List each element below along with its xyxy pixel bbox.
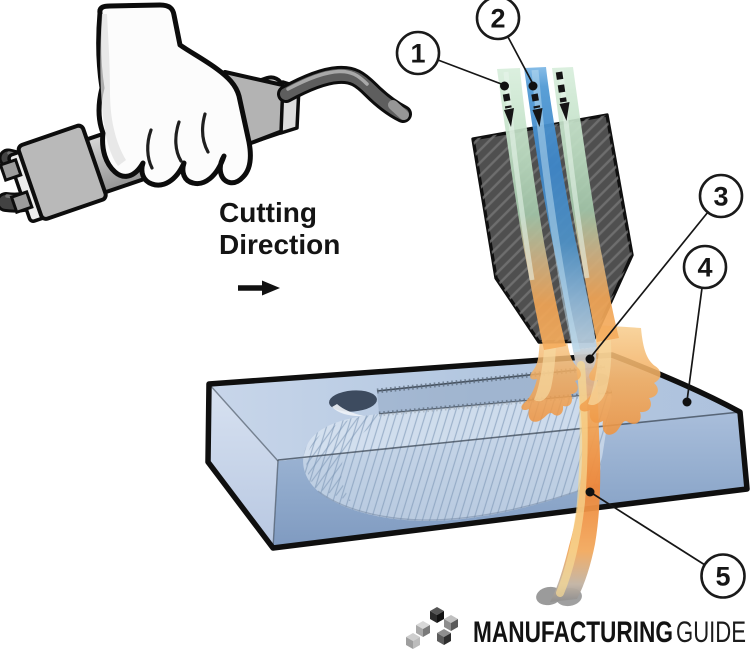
- torch-neck-tube: [277, 65, 412, 123]
- callouts: 1 2 3 4 5: [395, 0, 746, 599]
- callout-4-number: 4: [697, 253, 712, 283]
- callout-5-circle: [700, 553, 746, 599]
- callout-5-leader-line: [589, 491, 706, 566]
- callout-1-leader-line: [437, 59, 505, 86]
- brand-logo: MANUFACTURING GUIDE: [406, 607, 746, 649]
- callout-5-leader-dot: [585, 487, 595, 497]
- callout-4-circle: [682, 244, 728, 290]
- cutting-direction-annotation: Cutting Direction: [219, 197, 340, 296]
- callout-5: 5: [585, 487, 746, 599]
- cutting-direction-label-line2: Direction: [219, 229, 340, 260]
- workpiece-left-face: [208, 384, 278, 548]
- callout-2-leader-line: [507, 36, 534, 85]
- preheat-flames: [521, 325, 661, 435]
- gas-flow-arrows: [502, 71, 570, 127]
- callout-4: 4: [682, 244, 728, 407]
- hand-shading: [100, 14, 126, 166]
- workpiece-front-top-edge: [277, 411, 741, 461]
- callout-1-number: 1: [410, 39, 425, 69]
- callout-3-circle: [698, 173, 744, 219]
- callout-3-leader-dot: [585, 354, 595, 364]
- callout-1-leader-dot: [500, 81, 509, 91]
- workpiece-top-left-edge: [208, 383, 279, 462]
- torch-valve-block: [0, 123, 108, 223]
- finger-grooves: [146, 112, 210, 170]
- gas-flow-arrow-icon: [531, 93, 543, 127]
- gas-flow-arrow-icon: [555, 71, 570, 121]
- callout-2-number: 2: [490, 4, 505, 34]
- callout-3-leader-line: [589, 211, 709, 359]
- workpiece: [205, 352, 750, 551]
- callout-4-leader-dot: [682, 397, 692, 407]
- callout-5-number: 5: [715, 562, 730, 592]
- callout-2: 2: [475, 0, 538, 91]
- callout-1: 1: [395, 30, 509, 91]
- hand: [96, 2, 253, 188]
- logo-cubes-icon: [406, 607, 458, 649]
- callout-3: 3: [585, 173, 744, 364]
- cut-face-striations: [303, 393, 612, 522]
- callout-2-leader-dot: [528, 81, 538, 91]
- gas-streams: [497, 67, 619, 353]
- callout-3-number: 3: [713, 182, 728, 212]
- workpiece-left-front-edge: [272, 459, 279, 549]
- callout-1-circle: [395, 30, 441, 76]
- logo-text-light: GUIDE: [676, 616, 746, 649]
- cutting-direction-label-line1: Cutting: [219, 197, 317, 228]
- callout-4-leader-line: [686, 287, 703, 402]
- hand-torch-illustration: [0, 2, 412, 223]
- callout-2-circle: [475, 0, 521, 41]
- cutting-direction-arrow-icon: [238, 280, 280, 296]
- gas-flow-arrow-icon: [502, 93, 514, 127]
- logo-text-bold: MANUFACTURING: [473, 616, 673, 649]
